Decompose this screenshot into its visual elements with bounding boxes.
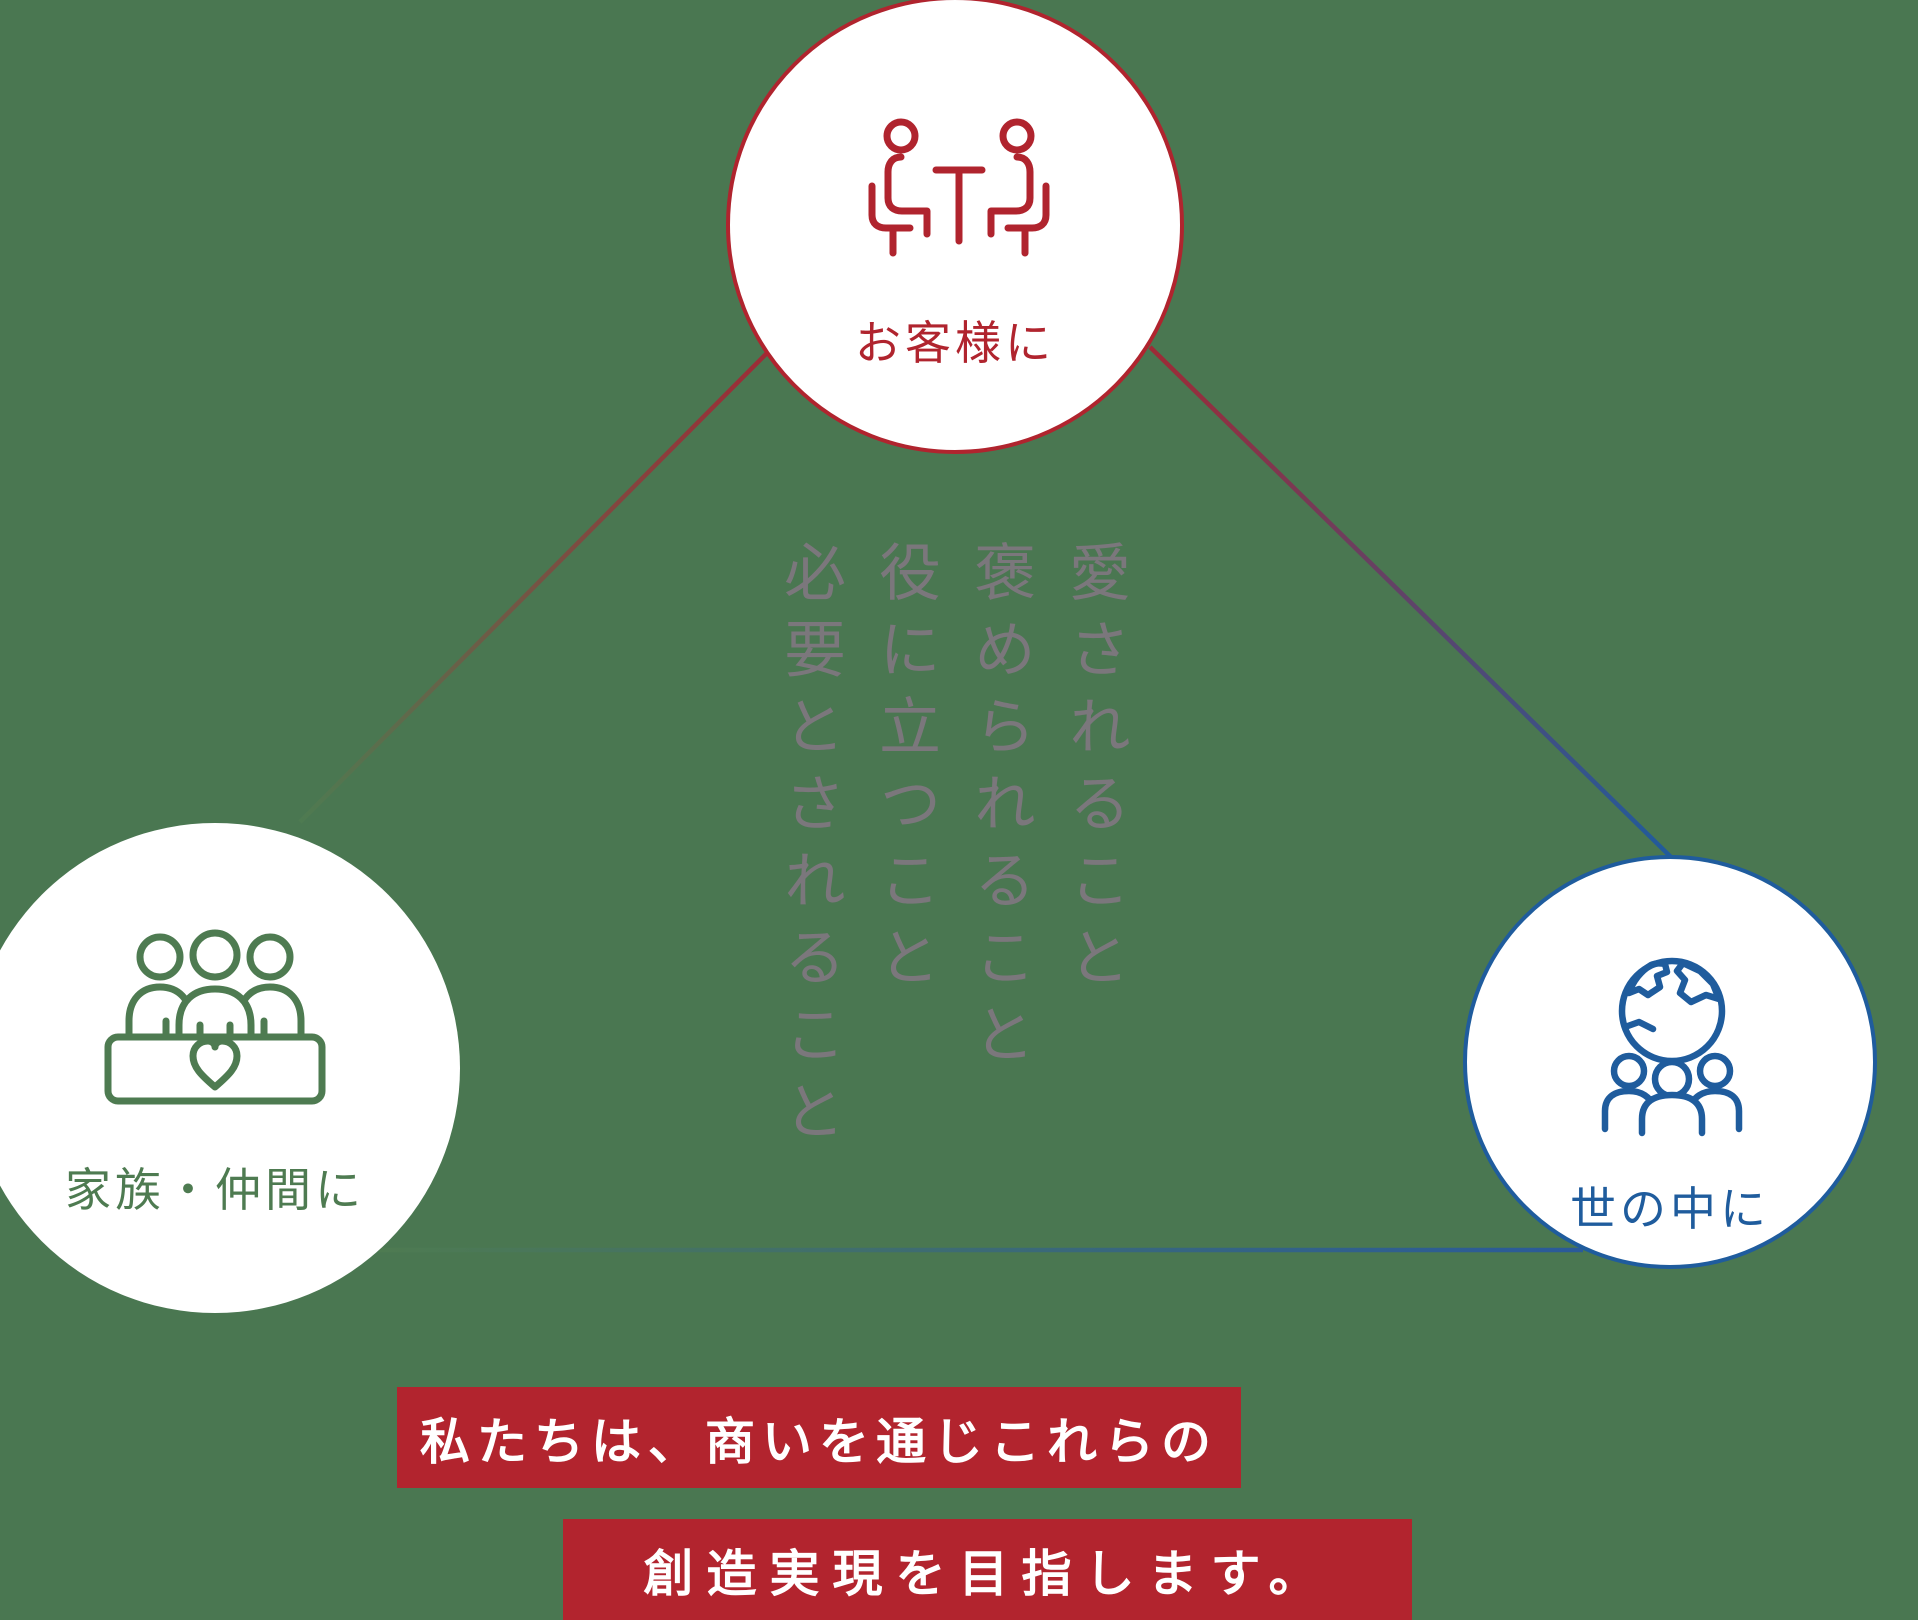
node-family: 家族・仲間に	[0, 823, 460, 1313]
edge-customers-society	[1148, 345, 1678, 864]
center-text-line-1: 愛されること	[1059, 540, 1127, 1002]
statement-text-2: 創造実現を目指します。	[643, 1545, 1332, 1602]
statement-banner-line-2: 創造実現を目指します。	[563, 1519, 1412, 1620]
statement-banner-line-1: 私たちは、商いを通じこれらの	[397, 1387, 1241, 1488]
society-label: 世の中に	[1570, 1183, 1770, 1235]
node-customers: お客様に	[726, 0, 1184, 454]
globe-people-icon	[1601, 957, 1743, 1137]
edge-customers-family	[298, 346, 774, 824]
family-table-heart-icon	[104, 929, 326, 1105]
customers-label: お客様に	[855, 317, 1055, 369]
center-vertical-text: 愛されること 褒められること 役に立つこと 必要とされること	[760, 540, 1140, 1156]
customers-meeting-icon	[868, 118, 1050, 257]
node-society: 世の中に	[1463, 855, 1877, 1269]
center-text-line-3: 役に立つこと	[869, 540, 937, 1002]
statement-text-1: 私たちは、商いを通じこれらの	[420, 1413, 1218, 1470]
center-text-line-4: 必要とされること	[774, 540, 842, 1156]
family-label: 家族・仲間に	[65, 1164, 365, 1216]
center-text-line-2: 褒められること	[964, 540, 1032, 1079]
